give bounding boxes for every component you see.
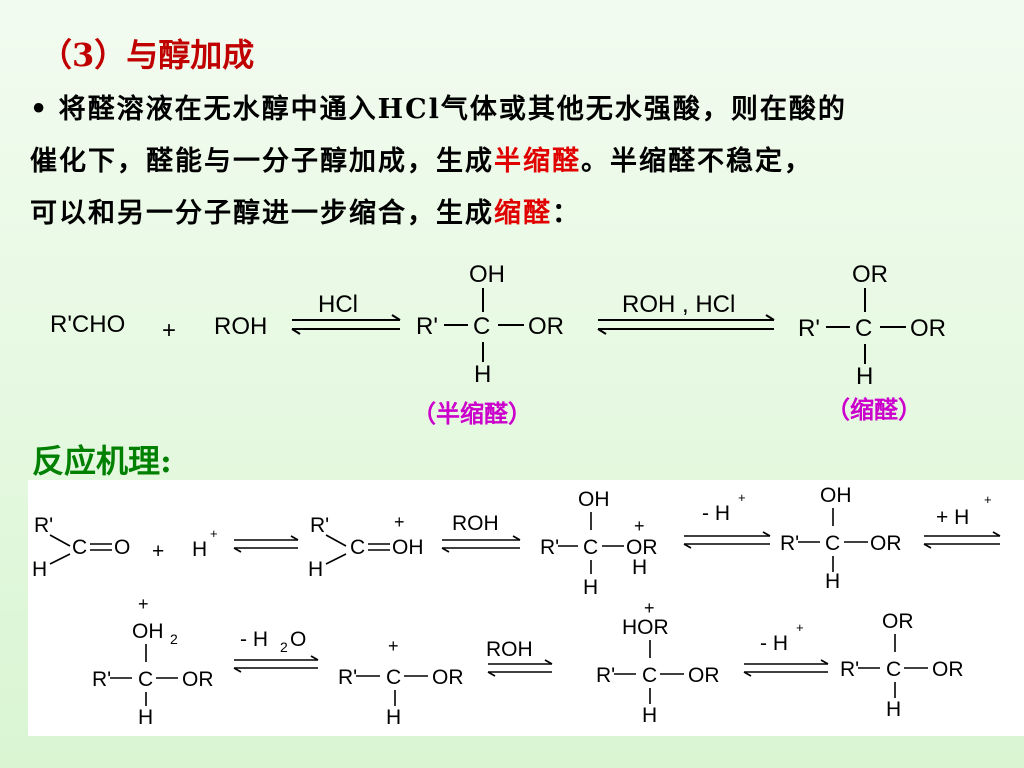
svg-text:C: C <box>855 315 872 342</box>
svg-text:H: H <box>856 363 873 390</box>
svg-text:H: H <box>138 706 153 729</box>
mech-label-minus-h-1: - H <box>702 502 730 525</box>
paragraph-line-3: 可以和另一分子醇进一步缩合，生成缩醛： <box>30 198 581 229</box>
svg-text:+: + <box>984 492 992 507</box>
term-acetal: 缩醛 <box>494 198 552 229</box>
mech-label-minus-h2o: - H <box>240 628 268 651</box>
svg-text:H: H <box>32 558 47 581</box>
svg-text:C: C <box>386 666 401 689</box>
condition-hcl: HCl <box>318 291 358 318</box>
svg-text:HOR: HOR <box>622 616 669 639</box>
svg-text:H: H <box>886 698 901 721</box>
mech-label-minus-h-2: - H <box>760 632 788 655</box>
mech-protonated-acetal: + HOR R' C OR H <box>596 598 720 727</box>
acetal-label: （缩醛） <box>826 395 922 424</box>
svg-text:+: + <box>152 540 164 563</box>
mech-label-roh-1: ROH <box>452 512 499 535</box>
mech-oxocarbenium: R' C OH + H <box>308 512 424 581</box>
svg-text:C: C <box>642 664 657 687</box>
svg-text:R': R' <box>310 514 329 537</box>
svg-text:H: H <box>192 538 207 561</box>
svg-text:OR: OR <box>688 664 720 687</box>
svg-text:C: C <box>350 536 365 559</box>
svg-text:2: 2 <box>170 631 178 647</box>
svg-text:+: + <box>644 598 655 618</box>
svg-text:H: H <box>474 361 491 388</box>
svg-text:H: H <box>583 576 598 599</box>
svg-text:C: C <box>825 532 840 555</box>
svg-text:OR: OR <box>528 313 564 340</box>
svg-text:H: H <box>632 556 647 579</box>
acetal-structure: OR R' C OR H <box>798 261 946 390</box>
mech-label-roh-2: ROH <box>486 638 533 661</box>
svg-text:OR: OR <box>852 261 888 288</box>
svg-text:2: 2 <box>280 639 288 655</box>
svg-text:+: + <box>796 620 804 635</box>
svg-text:R': R' <box>416 313 438 340</box>
paragraph-line-2: 催化下，醛能与一分子醇加成，生成半缩醛。半缩醛不稳定， <box>30 146 813 177</box>
svg-text:O: O <box>290 628 306 651</box>
mech-carbocation: + R' C OR H <box>338 636 464 729</box>
svg-text:O: O <box>114 536 130 559</box>
svg-text:+: + <box>210 526 218 541</box>
hemiacetal-structure: OH R' C OR H <box>416 261 564 388</box>
term-hemiacetal: 半缩醛 <box>494 146 581 177</box>
svg-text:OR: OR <box>882 610 914 633</box>
mech-aldehyde: R' C O H <box>32 514 130 581</box>
hemiacetal-label: （半缩醛） <box>412 399 532 428</box>
svg-text:H: H <box>308 558 323 581</box>
svg-text:H: H <box>825 570 840 593</box>
equilibrium-arrow-2 <box>597 314 775 335</box>
body-paragraph: • 将醛溶液在无水醇中通入HCl气体或其他无水强酸，则在酸的 催化下，醛能与一分… <box>30 84 1000 240</box>
svg-text:C: C <box>583 536 598 559</box>
svg-text:OR: OR <box>182 668 214 691</box>
svg-text:OH: OH <box>820 484 852 507</box>
svg-text:R': R' <box>338 666 357 689</box>
svg-text:OR: OR <box>870 532 902 555</box>
reactant-alcohol: ROH <box>214 313 267 340</box>
svg-text:+: + <box>394 512 405 532</box>
svg-text:OR: OR <box>932 658 964 681</box>
svg-text:R': R' <box>596 664 615 687</box>
svg-text:OH: OH <box>392 536 424 559</box>
reactant-aldehyde: R'CHO <box>50 311 125 338</box>
mech-hemiacetal: OH R' C OR H <box>780 484 902 593</box>
svg-text:C: C <box>886 658 901 681</box>
mech-protonated-hemiacetal: OH 2 R' C OR H <box>92 620 214 729</box>
svg-text:OH: OH <box>469 261 505 288</box>
mechanism-title: 反应机理: <box>32 442 172 480</box>
mech-label-plus-h: + H <box>936 506 969 529</box>
svg-text:R': R' <box>840 658 859 681</box>
mech-oxonium-adduct: OH R' C OR + H H <box>540 488 658 599</box>
svg-text:+: + <box>738 490 746 505</box>
svg-text:C: C <box>138 668 153 691</box>
svg-text:C: C <box>473 313 490 340</box>
svg-text:OR: OR <box>626 536 658 559</box>
svg-text:H: H <box>642 704 657 727</box>
mechanism-panel: R' C O H + H + R' C OH + H <box>28 480 1024 736</box>
svg-text:OH: OH <box>578 488 610 511</box>
svg-text:OR: OR <box>910 315 946 342</box>
svg-text:R': R' <box>780 532 799 555</box>
equilibrium-arrow-1 <box>291 314 401 335</box>
svg-text:C: C <box>72 536 87 559</box>
svg-text:R': R' <box>34 514 53 537</box>
svg-text:OH: OH <box>132 620 164 643</box>
svg-text:R': R' <box>92 668 111 691</box>
mech-acetal: OR R' C OR H <box>840 610 964 721</box>
plus-sign: + <box>162 317 176 344</box>
svg-text:H: H <box>386 706 401 729</box>
svg-text:+: + <box>138 594 149 614</box>
reaction-scheme: R'CHO + ROH HCl OH R' C OR H <box>50 261 946 428</box>
svg-text:+: + <box>388 636 399 656</box>
bullet: • <box>30 94 48 125</box>
svg-text:OR: OR <box>432 666 464 689</box>
svg-text:R': R' <box>798 315 820 342</box>
svg-text:R': R' <box>540 536 559 559</box>
paragraph-line-1: • 将醛溶液在无水醇中通入HCl气体或其他无水强酸，则在酸的 <box>30 94 847 125</box>
mechanism-scheme: R' C O H + H + R' C OH + H <box>32 484 1001 729</box>
slide-title: （3）与醇加成 <box>40 36 255 74</box>
condition-roh-hcl: ROH , HCl <box>622 291 735 318</box>
svg-text:+: + <box>634 516 645 536</box>
